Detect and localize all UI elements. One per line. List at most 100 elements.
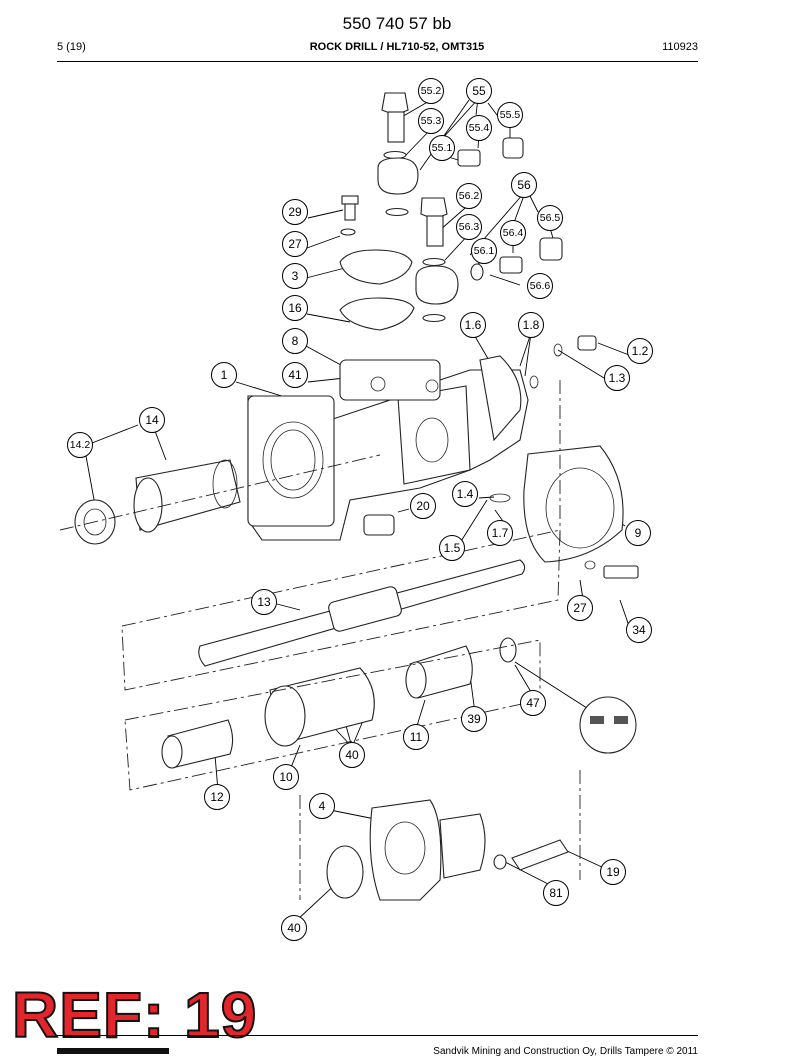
callout-label: 40 — [345, 748, 359, 762]
callout-11: 11 — [403, 724, 429, 750]
document-number: 550 740 57 bb — [342, 14, 452, 33]
callout-56: 56 — [511, 172, 537, 198]
callout-label: 13 — [257, 595, 271, 609]
callout-label: 1.2 — [632, 344, 649, 358]
callout-label: 55.4 — [469, 122, 490, 134]
callout-label: 10 — [279, 770, 293, 784]
callout-label: 16 — [288, 301, 302, 315]
header-rule — [57, 61, 698, 62]
callout-56-5: 56.5 — [537, 205, 563, 231]
callout-8: 8 — [282, 328, 308, 354]
callout-3: 3 — [282, 263, 308, 289]
callout-56-3: 56.3 — [456, 214, 482, 240]
callout-label: 47 — [526, 696, 540, 710]
callout-label: 3 — [292, 269, 299, 283]
callout-label: 27 — [573, 601, 587, 615]
callout-40: 40 — [281, 915, 307, 941]
callout-label: 34 — [632, 623, 646, 637]
callout-label: 56.2 — [459, 190, 480, 202]
callout-39: 39 — [461, 706, 487, 732]
callout-13: 13 — [251, 589, 277, 615]
callout-9: 9 — [625, 520, 651, 546]
callout-4: 4 — [309, 793, 335, 819]
callout-labels: 55.2 55 55.3 55.5 55.4 55.1 29 56 27 56.2 56.5 56.3… — [67, 78, 653, 941]
callout-40: 40 — [339, 742, 365, 768]
callout-label: 14 — [145, 413, 159, 427]
callout-1-6: 1.6 — [460, 312, 486, 338]
callout-label: 8 — [292, 334, 299, 348]
callout-label: 39 — [467, 712, 481, 726]
ref-stamp: REF: 19 — [11, 979, 258, 1051]
callout-label: 1.7 — [492, 526, 509, 540]
callout-label: 20 — [416, 499, 430, 513]
callout-55-4: 55.4 — [466, 115, 492, 141]
callout-label: 19 — [606, 865, 620, 879]
callout-55-5: 55.5 — [497, 102, 523, 128]
callout-27: 27 — [567, 595, 593, 621]
callout-label: 1.4 — [457, 487, 474, 501]
callout-label: 56.6 — [530, 280, 551, 292]
callout-10: 10 — [273, 764, 299, 790]
sandvik-logo — [57, 1048, 169, 1054]
callout-label: 55.1 — [432, 142, 453, 154]
document-code: 110923 — [662, 41, 698, 53]
callout-label: 11 — [410, 730, 423, 744]
callout-label: 41 — [288, 368, 302, 382]
callout-label: 4 — [319, 799, 326, 813]
footer-rule — [57, 1035, 698, 1036]
callout-label: 55.2 — [421, 85, 442, 97]
callout-label: 55.3 — [421, 115, 442, 127]
part-outlines — [74, 92, 639, 901]
callout-1-3: 1.3 — [604, 365, 630, 391]
callout-label: 1.8 — [523, 318, 540, 332]
callout-1-7: 1.7 — [487, 520, 513, 546]
callout-47: 47 — [520, 690, 546, 716]
callout-14: 14 — [139, 407, 165, 433]
callout-27: 27 — [282, 231, 308, 257]
callout-81: 81 — [543, 880, 569, 906]
callout-label: 56.3 — [459, 221, 480, 233]
callout-14-2: 14.2 — [67, 432, 93, 458]
exploded-view-drawing: 55.2 55 55.3 55.5 55.4 55.1 29 56 27 56.2 56.5 56.3… — [59, 78, 653, 941]
callout-label: 1.5 — [444, 541, 461, 555]
callout-55: 55 — [466, 78, 492, 104]
callout-56-4: 56.4 — [500, 220, 526, 246]
callout-1-4: 1.4 — [452, 481, 478, 507]
callout-label: 1.6 — [465, 318, 482, 332]
callout-56-2: 56.2 — [456, 183, 482, 209]
callout-16: 16 — [282, 295, 308, 321]
callout-55-1: 55.1 — [429, 135, 455, 161]
callout-1-5: 1.5 — [439, 535, 465, 561]
page-number: 5 (19) — [57, 41, 86, 53]
callout-1: 1 — [211, 362, 237, 388]
callout-label: 14.2 — [70, 439, 91, 451]
callout-55-2: 55.2 — [418, 78, 444, 104]
callout-56-1: 56.1 — [471, 238, 497, 264]
callout-20: 20 — [410, 493, 436, 519]
callout-label: 12 — [210, 790, 224, 804]
callout-29: 29 — [282, 199, 308, 225]
footer-copyright: Sandvik Mining and Construction Oy, Dril… — [433, 1046, 698, 1057]
callout-34: 34 — [626, 617, 652, 643]
callout-1-8: 1.8 — [518, 312, 544, 338]
callout-label: 56.5 — [540, 212, 561, 224]
callout-label: 56 — [517, 178, 531, 192]
callout-41: 41 — [282, 362, 308, 388]
callout-label: 55.5 — [500, 109, 521, 121]
callout-label: 1.3 — [609, 371, 626, 385]
callout-55-3: 55.3 — [418, 108, 444, 134]
callout-label: 29 — [288, 205, 302, 219]
callout-label: 81 — [549, 886, 563, 900]
callout-1-2: 1.2 — [627, 338, 653, 364]
callout-label: 56.4 — [503, 227, 524, 239]
callout-label: 56.1 — [474, 245, 495, 257]
callout-label: 9 — [635, 526, 642, 540]
callout-12: 12 — [204, 784, 230, 810]
callout-label: 55 — [472, 84, 486, 98]
page-title: ROCK DRILL / HL710-52, OMT315 — [309, 41, 485, 53]
callout-label: 1 — [221, 368, 228, 382]
callout-label: 40 — [287, 921, 301, 935]
callout-label: 27 — [288, 237, 302, 251]
callout-56-6: 56.6 — [527, 273, 553, 299]
callout-19: 19 — [600, 859, 626, 885]
